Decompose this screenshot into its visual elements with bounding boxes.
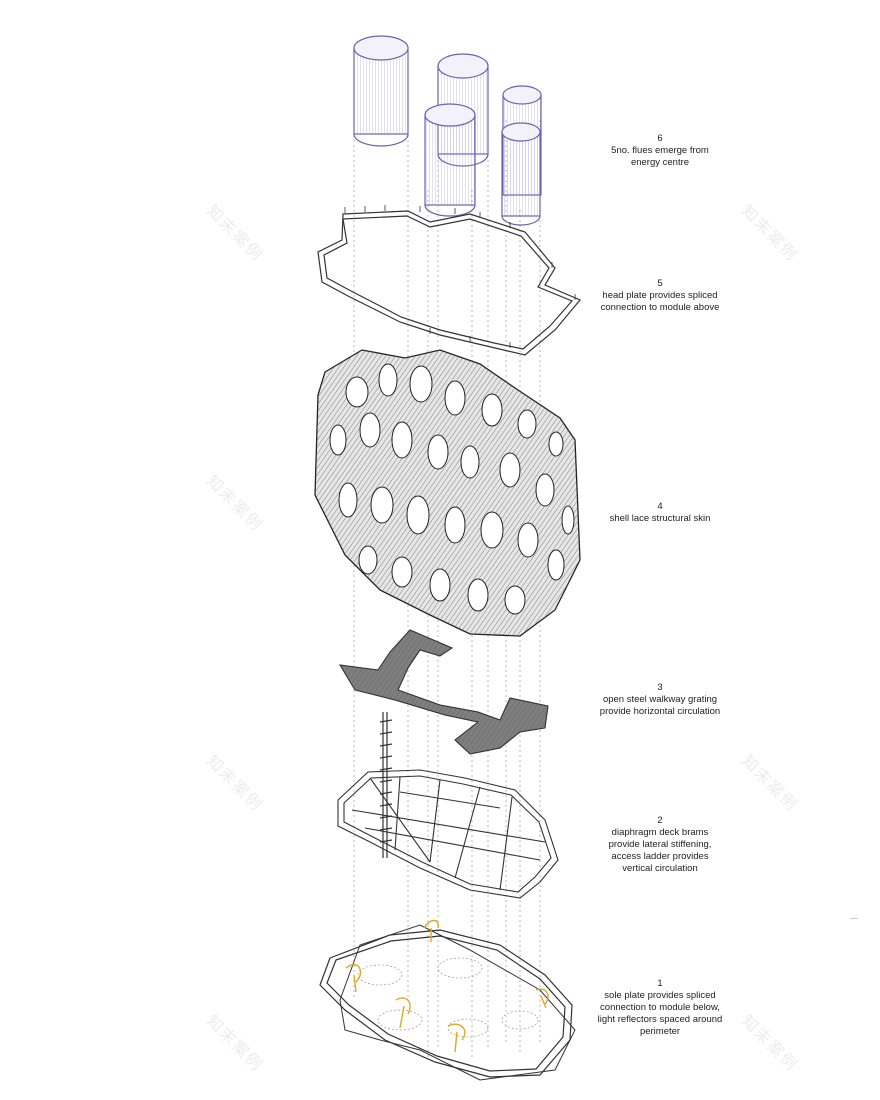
light-reflectors — [345, 919, 549, 1053]
label-number: 3 — [657, 682, 663, 693]
reflector-4 — [447, 1023, 466, 1053]
label-number: 2 — [657, 815, 663, 826]
reflector-1 — [423, 919, 439, 942]
label-text: shell lace structural skin — [609, 513, 711, 524]
reflector-3 — [395, 997, 411, 1029]
label-deck: 2 diaphragm deck brams provide lateral s… — [560, 815, 760, 875]
label-text: sole plate provides spliced connection t… — [597, 990, 723, 1037]
flue-5 — [501, 122, 541, 226]
label-flues: 6 5no. flues emerge from energy centre — [560, 133, 760, 169]
reflector-2 — [345, 963, 362, 993]
reflector-5 — [535, 988, 549, 1009]
label-text: diaphragm deck brams provide lateral sti… — [608, 827, 712, 874]
head-plate-bolts — [344, 205, 576, 348]
access-ladder — [379, 712, 393, 858]
edge-mark — [850, 918, 858, 919]
flue-4 — [424, 103, 476, 217]
label-shell: 4 shell lace structural skin — [560, 501, 760, 525]
flues — [353, 35, 542, 226]
label-number: 4 — [657, 501, 663, 512]
label-number: 5 — [657, 278, 663, 289]
label-text: 5no. flues emerge from energy centre — [611, 145, 709, 168]
shell-lace-skin — [314, 349, 581, 637]
sole-plate — [319, 924, 576, 1081]
lace-openings — [329, 363, 575, 615]
sole-plate-dashed-circles — [357, 957, 539, 1038]
label-head-plate: 5 head plate provides spliced connection… — [560, 278, 760, 314]
label-text: open steel walkway grating provide horiz… — [599, 694, 721, 717]
diaphragm-deck — [337, 769, 559, 899]
label-number: 1 — [657, 978, 663, 989]
walkway-grating — [339, 629, 549, 755]
label-sole-plate: 1 sole plate provides spliced connection… — [560, 978, 760, 1038]
flue-1 — [353, 35, 409, 147]
label-text: head plate provides spliced connection t… — [600, 290, 720, 313]
label-walkway: 3 open steel walkway grating provide hor… — [560, 682, 760, 718]
head-plate — [317, 210, 581, 356]
label-number: 6 — [657, 133, 663, 144]
